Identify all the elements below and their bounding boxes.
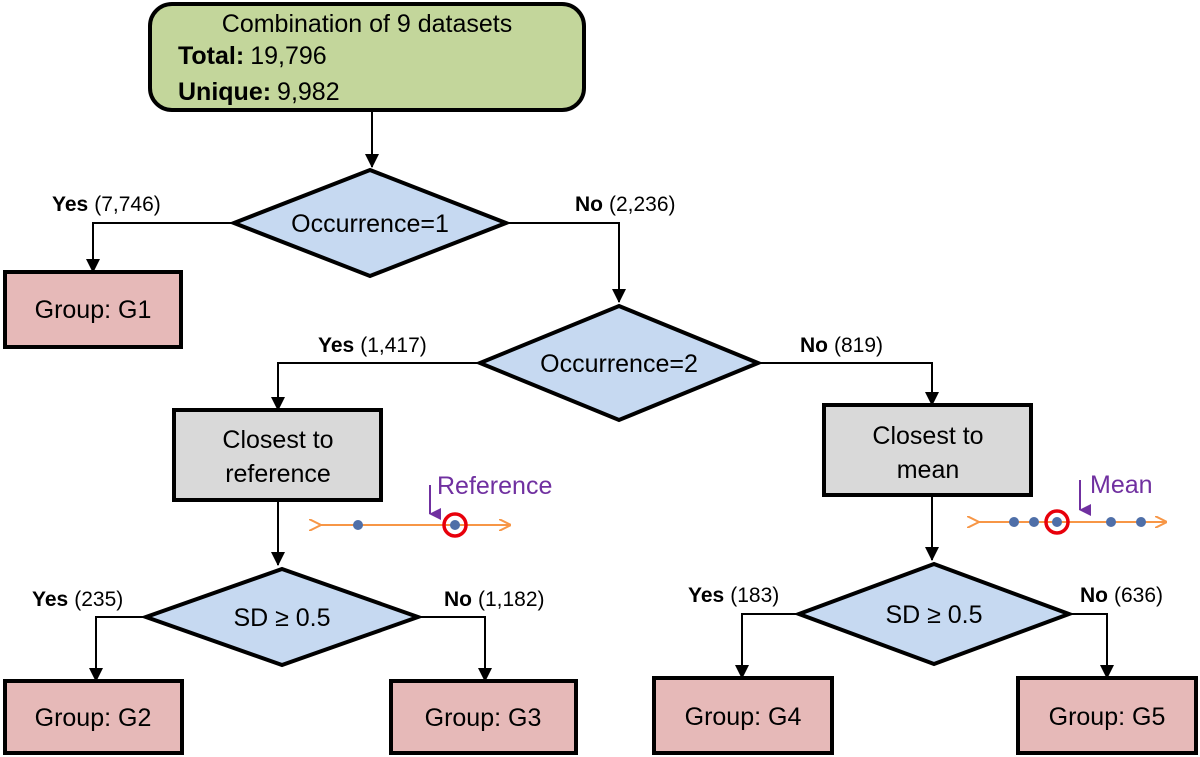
- decision-sdl-label: SD ≥ 0.5: [233, 604, 330, 632]
- unique-label: Unique:: [178, 78, 271, 106]
- decision-sd-left: SD ≥ 0.5: [139, 566, 425, 668]
- edge-label-occ1-yes-count: (7,746): [94, 193, 161, 216]
- edge-label-sdl-no-count: (1,182): [478, 588, 545, 611]
- edge-sdr-no: [1069, 613, 1114, 679]
- edge-label-occ2-yes-text: Yes: [318, 334, 354, 357]
- edge-label-sdl-no-text: No: [444, 588, 472, 611]
- edge-label-occ2-no-count: (819): [834, 334, 883, 357]
- edge-occ1-yes: [86, 222, 234, 273]
- edge-label-sdl-no: No (1,182): [444, 588, 545, 611]
- edge-label-occ2-no-text: No: [800, 334, 828, 357]
- unique-value: 9,982: [277, 78, 340, 106]
- decision-occ2-label: Occurrence=2: [540, 350, 698, 378]
- edge-occ2-yes: [271, 362, 480, 411]
- edge-label-sdl-yes: Yes (235): [32, 588, 123, 611]
- process-mean-line1: Closest to: [872, 422, 983, 450]
- edge-label-occ2-yes-count: (1,417): [360, 334, 427, 357]
- mean-point: [1106, 517, 1116, 527]
- edge-occ2-no: [758, 362, 939, 406]
- edge-label-occ1-no-count: (2,236): [609, 193, 676, 216]
- edge-label-sdr-no-count: (636): [1114, 584, 1163, 607]
- group-g5-label: Group: G5: [1049, 703, 1166, 731]
- total-label: Total:: [178, 42, 244, 70]
- edge-label-sdl-yes-text: Yes: [32, 588, 68, 611]
- group-g4: Group: G4: [652, 676, 834, 755]
- group-g1: Group: G1: [3, 270, 183, 349]
- connectors: [86, 110, 1114, 682]
- decision-sdr-label: SD ≥ 0.5: [885, 601, 982, 629]
- decision-occurrence-1: Occurrence=1: [228, 167, 512, 279]
- group-g3-label: Group: G3: [425, 704, 542, 732]
- edge-sdl-yes: [89, 616, 146, 682]
- start-total: Total:19,796: [178, 42, 327, 70]
- edge-occ1-no: [506, 222, 626, 303]
- reference-point: [450, 520, 460, 530]
- mean-point: [1136, 517, 1146, 527]
- decision-occ1-label: Occurrence=1: [291, 210, 449, 238]
- edge-label-sdl-yes-count: (235): [74, 588, 123, 611]
- group-g3: Group: G3: [389, 679, 578, 755]
- edge-label-occ1-yes: Yes (7,746): [52, 193, 161, 216]
- mean-point: [1029, 517, 1039, 527]
- reference-annotation: Reference: [437, 472, 552, 500]
- edge-sdl-no: [418, 616, 492, 682]
- edge-label-sdr-yes-count: (183): [730, 584, 779, 607]
- edge-label-sdr-no: No (636): [1080, 584, 1163, 607]
- decision-occurrence-2: Occurrence=2: [474, 303, 764, 423]
- edge-label-sdr-yes-text: Yes: [688, 584, 724, 607]
- edge-label-occ1-no: No (2,236): [575, 193, 676, 216]
- edge-label-occ1-no-text: No: [575, 193, 603, 216]
- group-g5: Group: G5: [1016, 676, 1198, 755]
- process-ref-line1: Closest to: [222, 426, 333, 454]
- edge-label-occ1-yes-text: Yes: [52, 193, 88, 216]
- group-g4-label: Group: G4: [685, 703, 802, 731]
- group-g1-label: Group: G1: [35, 296, 152, 324]
- decision-sd-right: SD ≥ 0.5: [793, 561, 1075, 667]
- edge-label-occ2-yes: Yes (1,417): [318, 334, 427, 357]
- start-title: Combination of 9 datasets: [222, 10, 512, 38]
- edge-label-sdr-no-text: No: [1080, 584, 1108, 607]
- start-node: Combination of 9 datasets Total:19,796 U…: [148, 2, 586, 112]
- reference-point: [353, 520, 363, 530]
- reference-illustration: Reference: [320, 472, 552, 538]
- mean-annotation: Mean: [1090, 471, 1153, 499]
- reference-selected-highlight: [442, 512, 468, 538]
- process-closest-to-reference: Closest to reference: [172, 408, 383, 502]
- edge-label-sdr-yes: Yes (183): [688, 584, 779, 607]
- start-unique: Unique:9,982: [178, 78, 340, 106]
- group-g2: Group: G2: [3, 679, 184, 755]
- process-mean-line2: mean: [897, 456, 960, 484]
- edge-sdr-yes: [735, 613, 799, 679]
- process-ref-line2: reference: [225, 460, 331, 488]
- mean-illustration: Mean: [978, 471, 1166, 535]
- group-g2-label: Group: G2: [35, 704, 152, 732]
- mean-selected-highlight: [1044, 509, 1070, 535]
- total-value: 19,796: [250, 42, 326, 70]
- mean-point: [1009, 517, 1019, 527]
- edge-label-occ2-no: No (819): [800, 334, 883, 357]
- process-closest-to-mean: Closest to mean: [822, 403, 1033, 497]
- mean-point: [1052, 517, 1062, 527]
